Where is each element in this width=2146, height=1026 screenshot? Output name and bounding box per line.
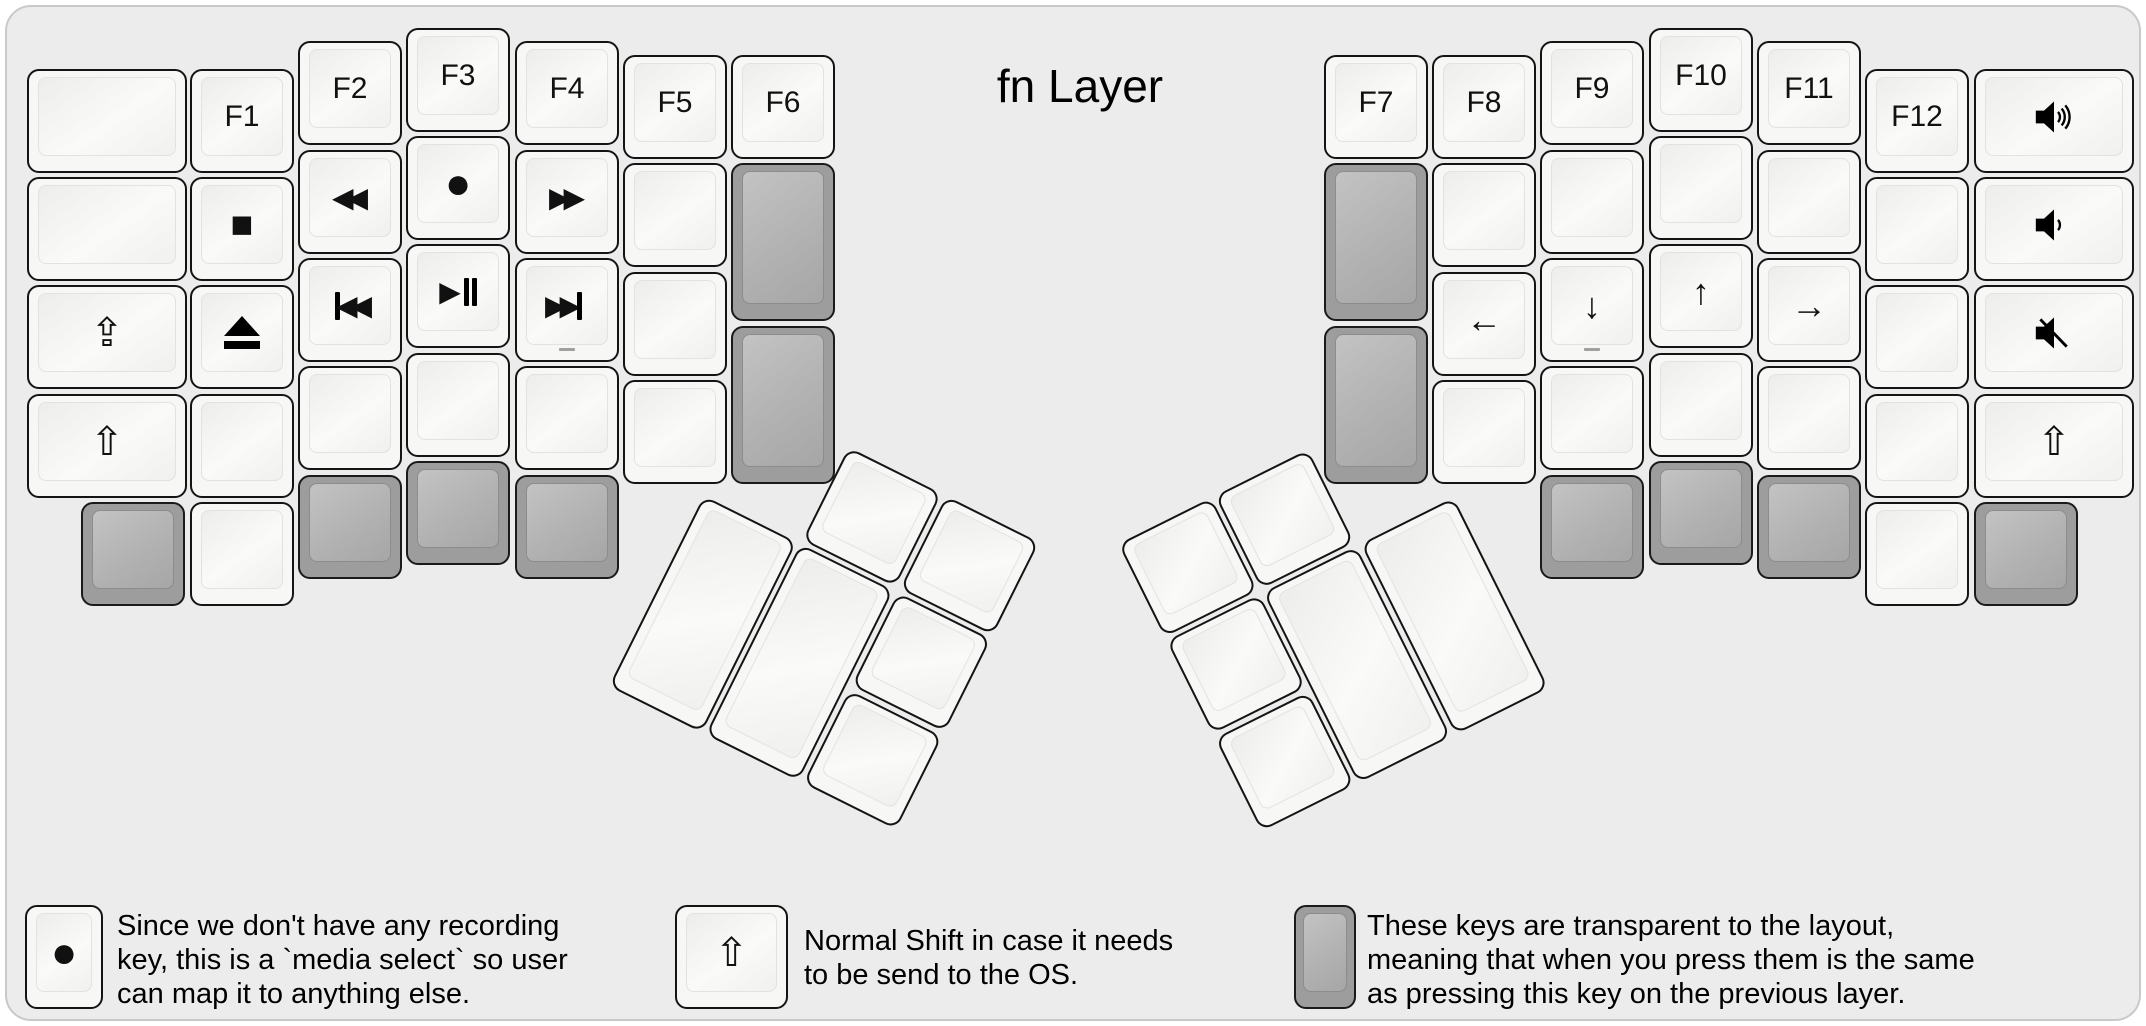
legend-transparent-text: These keys are transparent to the layout… [1367,910,1975,1010]
key-f7[interactable]: F7 [1324,55,1428,159]
key-transparent[interactable] [298,475,402,579]
key-arrow-down[interactable]: ↓ [1540,258,1644,362]
eject-icon [224,316,260,349]
key-transparent[interactable] [1324,163,1428,321]
mute-icon [2035,317,2068,348]
key-transparent[interactable] [515,475,619,579]
key-transparent[interactable] [1974,502,2078,606]
key-f4[interactable]: F4 [515,41,619,145]
key-blank[interactable] [1432,380,1536,484]
key-blank[interactable] [1865,285,1969,389]
key-f3[interactable]: F3 [406,28,510,132]
key-stop[interactable]: ■ [190,177,294,281]
key-blank[interactable] [27,69,187,173]
key-blank[interactable] [1540,366,1644,470]
key-transparent[interactable] [1540,475,1644,579]
record-icon: ● [36,913,92,992]
key-caps-lock[interactable]: ⇪ [27,285,187,389]
key-eject[interactable] [190,285,294,389]
key-arrow-left[interactable]: ← [1432,272,1536,376]
key-f8[interactable]: F8 [1432,55,1536,159]
key-blank[interactable] [1865,177,1969,281]
shift-icon: ⇧ [1985,402,2123,481]
key-transparent[interactable] [1757,475,1861,579]
key-f10[interactable]: F10 [1649,28,1753,132]
key-transparent[interactable] [81,502,185,606]
volume-up-icon [2035,101,2071,132]
key-prev-track[interactable]: ◀◀ [298,258,402,362]
key-blank[interactable] [27,177,187,281]
key-transparent[interactable] [731,326,835,484]
record-icon: ● [417,144,499,223]
key-blank[interactable] [1757,150,1861,254]
key-shift-left[interactable]: ⇧ [27,394,187,498]
key-f9[interactable]: F9 [1540,41,1644,145]
key-arrow-up[interactable]: ↑ [1649,244,1753,348]
stop-icon: ■ [201,185,283,264]
key-f2[interactable]: F2 [298,41,402,145]
layer-title: fn Layer [996,60,1164,112]
key-volume-up[interactable] [1974,69,2134,173]
key-f5[interactable]: F5 [623,55,727,159]
key-blank[interactable] [623,163,727,267]
arrow-right-icon: → [1768,266,1850,345]
key-blank[interactable] [1540,150,1644,254]
key-volume-down[interactable] [1974,177,2134,281]
shift-icon: ⇧ [686,913,777,992]
key-blank[interactable] [623,272,727,376]
key-blank[interactable] [1432,163,1536,267]
fast-forward-icon: ▶▶ [526,158,608,237]
legend-record-text: Since we don't have any recording key, t… [117,910,568,1010]
legend-shift-key: ⇧ [675,905,788,1009]
key-blank[interactable] [190,394,294,498]
caps-lock-icon: ⇪ [38,293,176,372]
legend-shift-text: Normal Shift in case it needs to be send… [804,925,1174,991]
key-blank[interactable] [1649,353,1753,457]
key-blank[interactable] [515,366,619,470]
prev-track-icon: ◀◀ [334,289,372,321]
key-arrow-right[interactable]: → [1757,258,1861,362]
play-pause-icon: ▶ [439,277,477,306]
front-legend-mark [559,348,575,351]
key-rewind[interactable]: ◀◀ [298,150,402,254]
key-media-select-record[interactable]: ● [406,136,510,240]
layout-panel: fn Layer ⇪ ⇧ F1 ■ F2 ◀◀ ◀◀ F3 ● ▶ F4 ▶▶ … [5,5,2141,1021]
key-blank[interactable] [623,380,727,484]
key-f6[interactable]: F6 [731,55,835,159]
key-blank[interactable] [1649,136,1753,240]
volume-down-icon [2035,209,2062,240]
shift-icon: ⇧ [38,402,176,481]
key-f11[interactable]: F11 [1757,41,1861,145]
key-f12[interactable]: F12 [1865,69,1969,173]
key-fast-forward[interactable]: ▶▶ [515,150,619,254]
front-legend-mark [1584,348,1600,351]
key-mute[interactable] [1974,285,2134,389]
key-blank[interactable] [1865,502,1969,606]
legend-record-key: ● [25,905,103,1009]
key-blank[interactable] [190,502,294,606]
key-blank[interactable] [298,366,402,470]
key-next-track[interactable]: ▶▶ [515,258,619,362]
legend-transparent-key [1294,905,1356,1009]
key-blank[interactable] [1865,394,1969,498]
rewind-icon: ◀◀ [309,158,391,237]
key-shift-right[interactable]: ⇧ [1974,394,2134,498]
next-track-icon: ▶▶ [545,291,583,320]
key-transparent[interactable] [406,461,510,565]
key-transparent[interactable] [1324,326,1428,484]
key-f1[interactable]: F1 [190,69,294,173]
key-blank[interactable] [406,353,510,457]
key-transparent[interactable] [1649,461,1753,565]
arrow-left-icon: ← [1443,280,1525,359]
key-play-pause[interactable]: ▶ [406,244,510,348]
key-blank[interactable] [1757,366,1861,470]
arrow-up-icon: ↑ [1660,252,1742,331]
arrow-down-icon: ↓ [1551,266,1633,345]
key-transparent[interactable] [731,163,835,321]
